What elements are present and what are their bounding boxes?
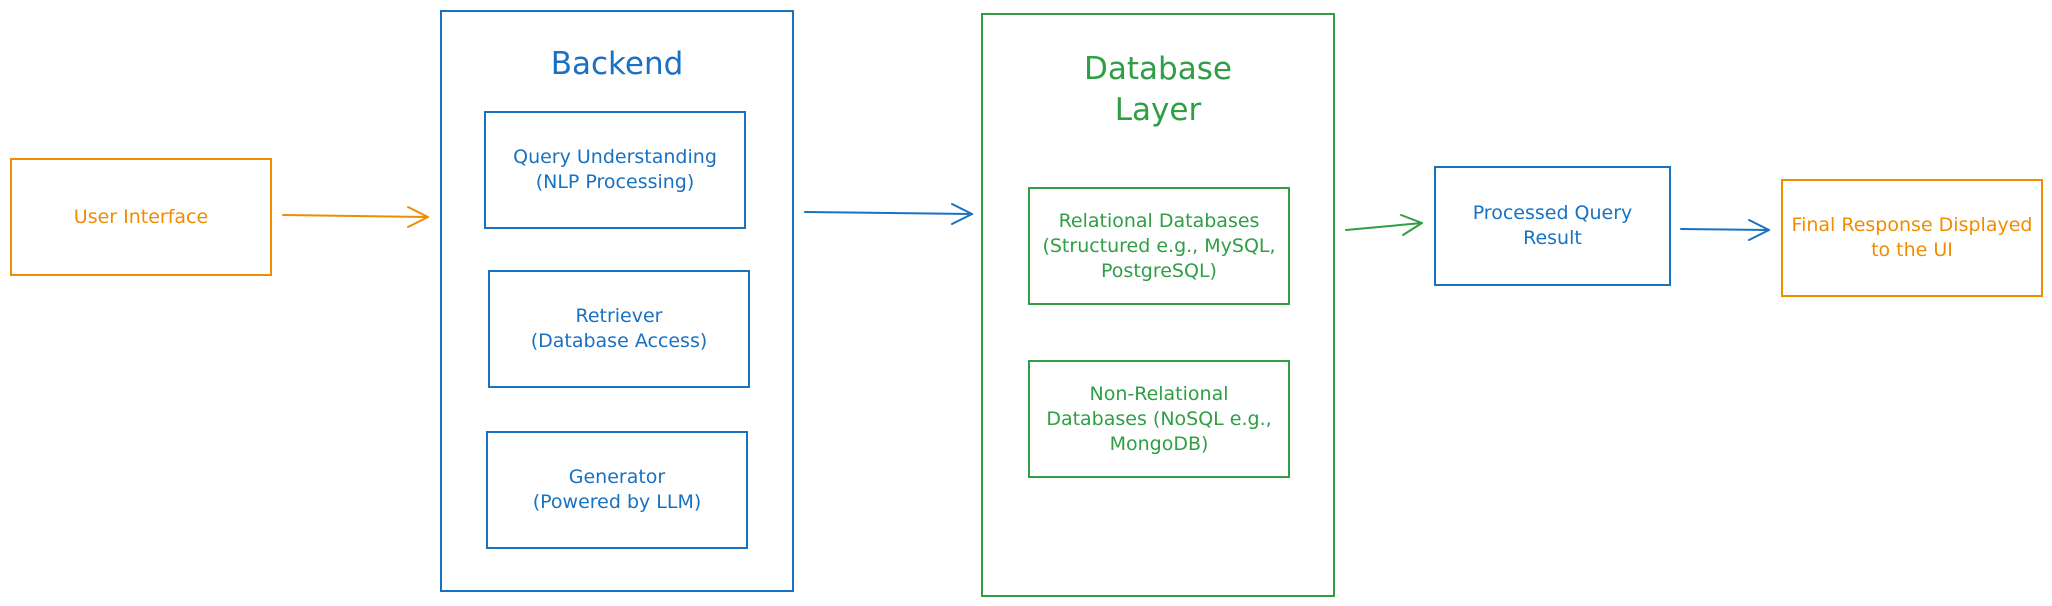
non-relational-databases-box: Non-Relational Databases (NoSQL e.g., Mo… xyxy=(1028,360,1290,478)
processed-query-result-box: Processed Query Result xyxy=(1434,166,1671,286)
database-layer-title: Database Layer xyxy=(1084,51,1232,128)
arrow-backend-to-database xyxy=(804,203,973,225)
backend-container: Backend xyxy=(440,10,794,592)
processed-query-result-label: Processed Query Result xyxy=(1472,202,1633,249)
user-interface-box: User Interface xyxy=(10,158,272,276)
arrow-database-to-processed xyxy=(1345,214,1423,236)
non-relational-databases-label: Non-Relational Databases (NoSQL e.g., Mo… xyxy=(1046,382,1272,455)
user-interface-label: User Interface xyxy=(73,205,209,228)
generator-box: Generator (Powered by LLM) xyxy=(486,431,748,549)
database-layer-container: Database Layer xyxy=(981,13,1335,597)
final-response-label: Final Response Displayed to the UI xyxy=(1791,214,2033,261)
query-understanding-box: Query Understanding (NLP Processing) xyxy=(484,111,746,229)
arrow-ui-to-backend xyxy=(282,206,429,228)
arrow-processed-to-final xyxy=(1680,219,1770,241)
relational-databases-box: Relational Databases (Structured e.g., M… xyxy=(1028,187,1290,305)
generator-label: Generator (Powered by LLM) xyxy=(532,466,702,513)
backend-title: Backend xyxy=(550,46,684,82)
retriever-label: Retriever (Database Access) xyxy=(530,305,708,352)
query-understanding-label: Query Understanding (NLP Processing) xyxy=(513,146,717,193)
retriever-box: Retriever (Database Access) xyxy=(488,270,750,388)
final-response-box: Final Response Displayed to the UI xyxy=(1781,179,2043,297)
relational-databases-label: Relational Databases (Structured e.g., M… xyxy=(1042,209,1276,282)
